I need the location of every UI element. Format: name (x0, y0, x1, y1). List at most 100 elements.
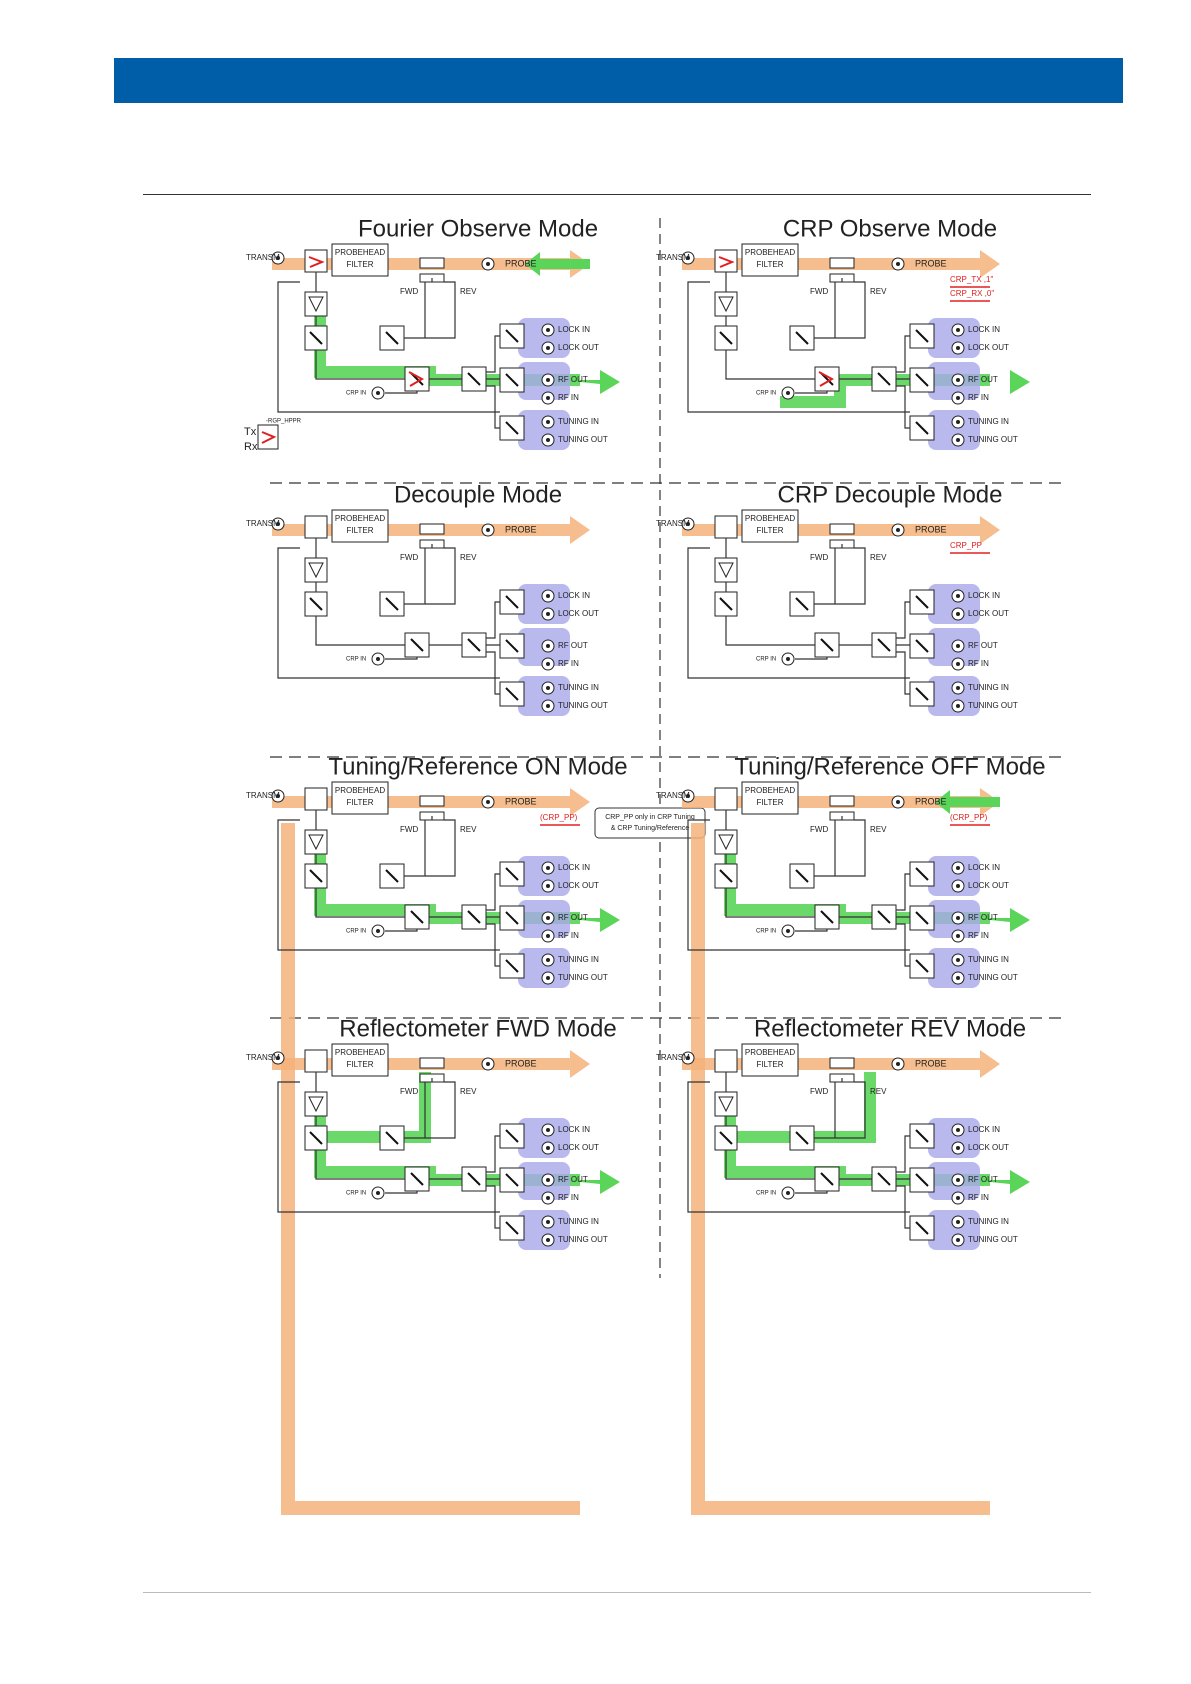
crp-in-connector-dot (376, 391, 380, 395)
probe-label: PROBE (505, 258, 537, 268)
switch-lever-4 (877, 910, 891, 924)
switch-lever-2 (795, 869, 809, 883)
switch-lever-2 (385, 869, 399, 883)
filter-label: FILTER (347, 798, 374, 807)
transm-label: TRANSM (246, 253, 280, 262)
rev-label: REV (870, 553, 887, 562)
header-rule (143, 194, 1091, 195)
lock-out-label: LOCK OUT (558, 609, 599, 618)
tuning-out-label: TUNING OUT (558, 973, 608, 982)
lock-out-label: LOCK OUT (558, 881, 599, 890)
transm-label: TRANSM (656, 791, 690, 800)
tuning-in-label: TUNING IN (968, 1217, 1009, 1226)
crp-in-wiring (795, 657, 828, 660)
tuning-out-connector-dot (956, 976, 960, 980)
lock-io-group (518, 318, 570, 358)
crp-in-wiring (385, 657, 418, 660)
rf-out-arrow (560, 908, 620, 932)
tuning-wiring (277, 819, 500, 951)
lock-out-connector-dot (956, 346, 960, 350)
switch-lever-1 (309, 331, 323, 345)
rf-out-arrow (560, 1170, 620, 1194)
crp-in-label: CRP IN (346, 1191, 366, 1197)
switch-lever-6 (505, 639, 519, 653)
io-wiring (896, 873, 910, 967)
switch-lever-6 (505, 373, 519, 387)
directional-coupler (419, 1057, 445, 1069)
switch-lever-7 (915, 1221, 929, 1235)
switch-lever-7 (505, 687, 519, 701)
io-wiring (486, 1135, 500, 1229)
rf-out-label: RF OUT (968, 913, 998, 922)
crp-in-wiring (385, 391, 418, 394)
crp-in-connector-dot (786, 391, 790, 395)
probe-connector-dot (486, 528, 490, 532)
rf-out-arrow (1010, 370, 1030, 394)
tuning-wiring (277, 547, 500, 679)
fwd-reflect-path (320, 1072, 431, 1143)
tuning-io-group (518, 1210, 570, 1250)
annotation-crp_pp_paren: (CRP_PP) (950, 813, 988, 822)
mode-panel-5: Tuning/Reference ON ModePROBEHEADFILTERT… (246, 753, 706, 1515)
probe-label: PROBE (915, 796, 947, 806)
footer-rule (143, 1592, 1091, 1593)
switch-lever-2 (795, 331, 809, 345)
probe-connector-dot (896, 262, 900, 266)
lock-in-label: LOCK IN (968, 325, 1000, 334)
tuning-in-connector-dot (956, 686, 960, 690)
directional-coupler (419, 257, 445, 269)
rf-in-connector-dot (546, 662, 550, 666)
lock-out-label: LOCK OUT (558, 1143, 599, 1152)
coupler-wiring (404, 1078, 456, 1139)
probehead-filter-box (741, 509, 799, 543)
mode-panel-1: Fourier Observe ModePROBEHEADFILTERTRANS… (244, 215, 620, 453)
lock-out-connector-dot (546, 1146, 550, 1150)
rf-out-arrow (970, 908, 1030, 932)
tuning-in-connector-dot (956, 958, 960, 962)
switch-lever-3 (410, 638, 424, 652)
switch-lever-4 (877, 372, 891, 386)
transm-label: TRANSM (246, 791, 280, 800)
transm-label: TRANSM (656, 1053, 690, 1062)
switch-lever-5 (505, 867, 519, 881)
probehead-label: PROBEHEAD (745, 786, 795, 795)
lock-out-connector-dot (956, 1146, 960, 1150)
lock-in-label: LOCK IN (558, 1125, 590, 1134)
rf-in-connector-dot (956, 934, 960, 938)
probe-connector-dot (486, 1062, 490, 1066)
rf-out-connector-dot (546, 1178, 550, 1182)
switch-lever-1 (719, 331, 733, 345)
rx-label: Rx (244, 441, 258, 453)
rf-out-arrow (560, 370, 620, 394)
lock-in-connector-dot (956, 328, 960, 332)
switch-lever-1 (719, 869, 733, 883)
lock-in-connector-dot (956, 866, 960, 870)
preamp-box (714, 291, 738, 317)
probe-label: PROBE (505, 1058, 537, 1068)
main-wiring (725, 272, 910, 380)
tuning-in-label: TUNING IN (968, 683, 1009, 692)
lock-out-label: LOCK OUT (968, 343, 1009, 352)
transm-label: TRANSM (656, 519, 690, 528)
probe-label: PROBE (505, 796, 537, 806)
switch-lever-6 (915, 639, 929, 653)
switch-lever-5 (915, 595, 929, 609)
rf-in-label: RF IN (968, 931, 989, 940)
lock-out-connector-dot (956, 612, 960, 616)
crp-in-wiring (795, 391, 828, 394)
rf-out-label: RF OUT (558, 375, 588, 384)
mode-panel-3: Decouple ModePROBEHEADFILTERTRANSMPROBEF… (246, 481, 608, 716)
probehead-label: PROBEHEAD (745, 1048, 795, 1057)
crp-in-wiring (385, 1191, 418, 1194)
transmit-switch (304, 515, 328, 539)
filter-label: FILTER (757, 526, 784, 535)
rf-in-connector-dot (956, 396, 960, 400)
probe-label: PROBE (915, 258, 947, 268)
mode-title: Decouple Mode (394, 481, 562, 508)
main-wiring (315, 538, 500, 646)
rev-label: REV (460, 1087, 477, 1096)
probehead-label: PROBEHEAD (335, 786, 385, 795)
transm-label: TRANSM (656, 253, 690, 262)
tuning-out-connector-dot (546, 438, 550, 442)
tuning-in-label: TUNING IN (968, 955, 1009, 964)
